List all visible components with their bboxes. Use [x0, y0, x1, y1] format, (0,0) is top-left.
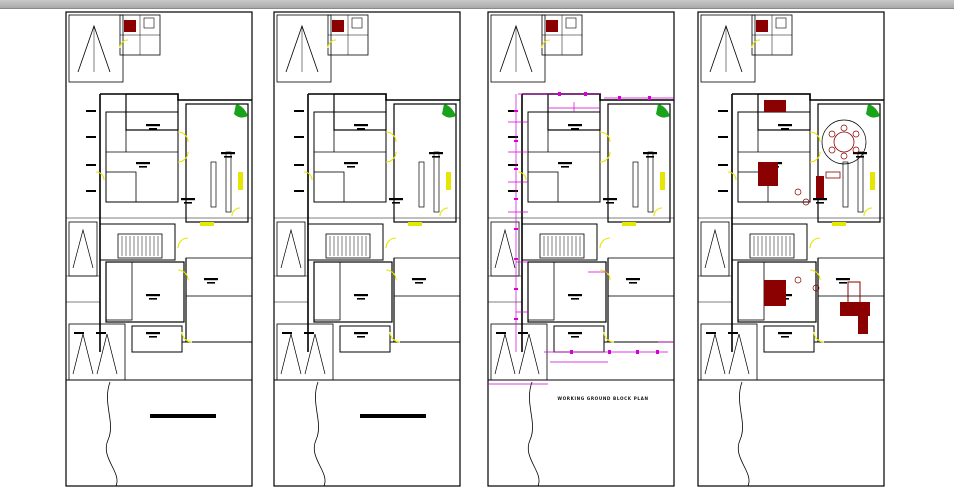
- floor-plan-sheet-4-furnished[interactable]: [697, 11, 885, 487]
- plan-caption: WORKING GROUND BLOCK PLAN: [557, 396, 649, 401]
- title-bar: [150, 414, 216, 418]
- floor-plan-sheet-3-working[interactable]: [487, 11, 675, 487]
- window-top-bar: [0, 0, 954, 9]
- floor-plan-sheet-2[interactable]: [273, 11, 461, 487]
- title-bar: [360, 414, 426, 418]
- floor-plan-sheet-1[interactable]: [65, 11, 253, 487]
